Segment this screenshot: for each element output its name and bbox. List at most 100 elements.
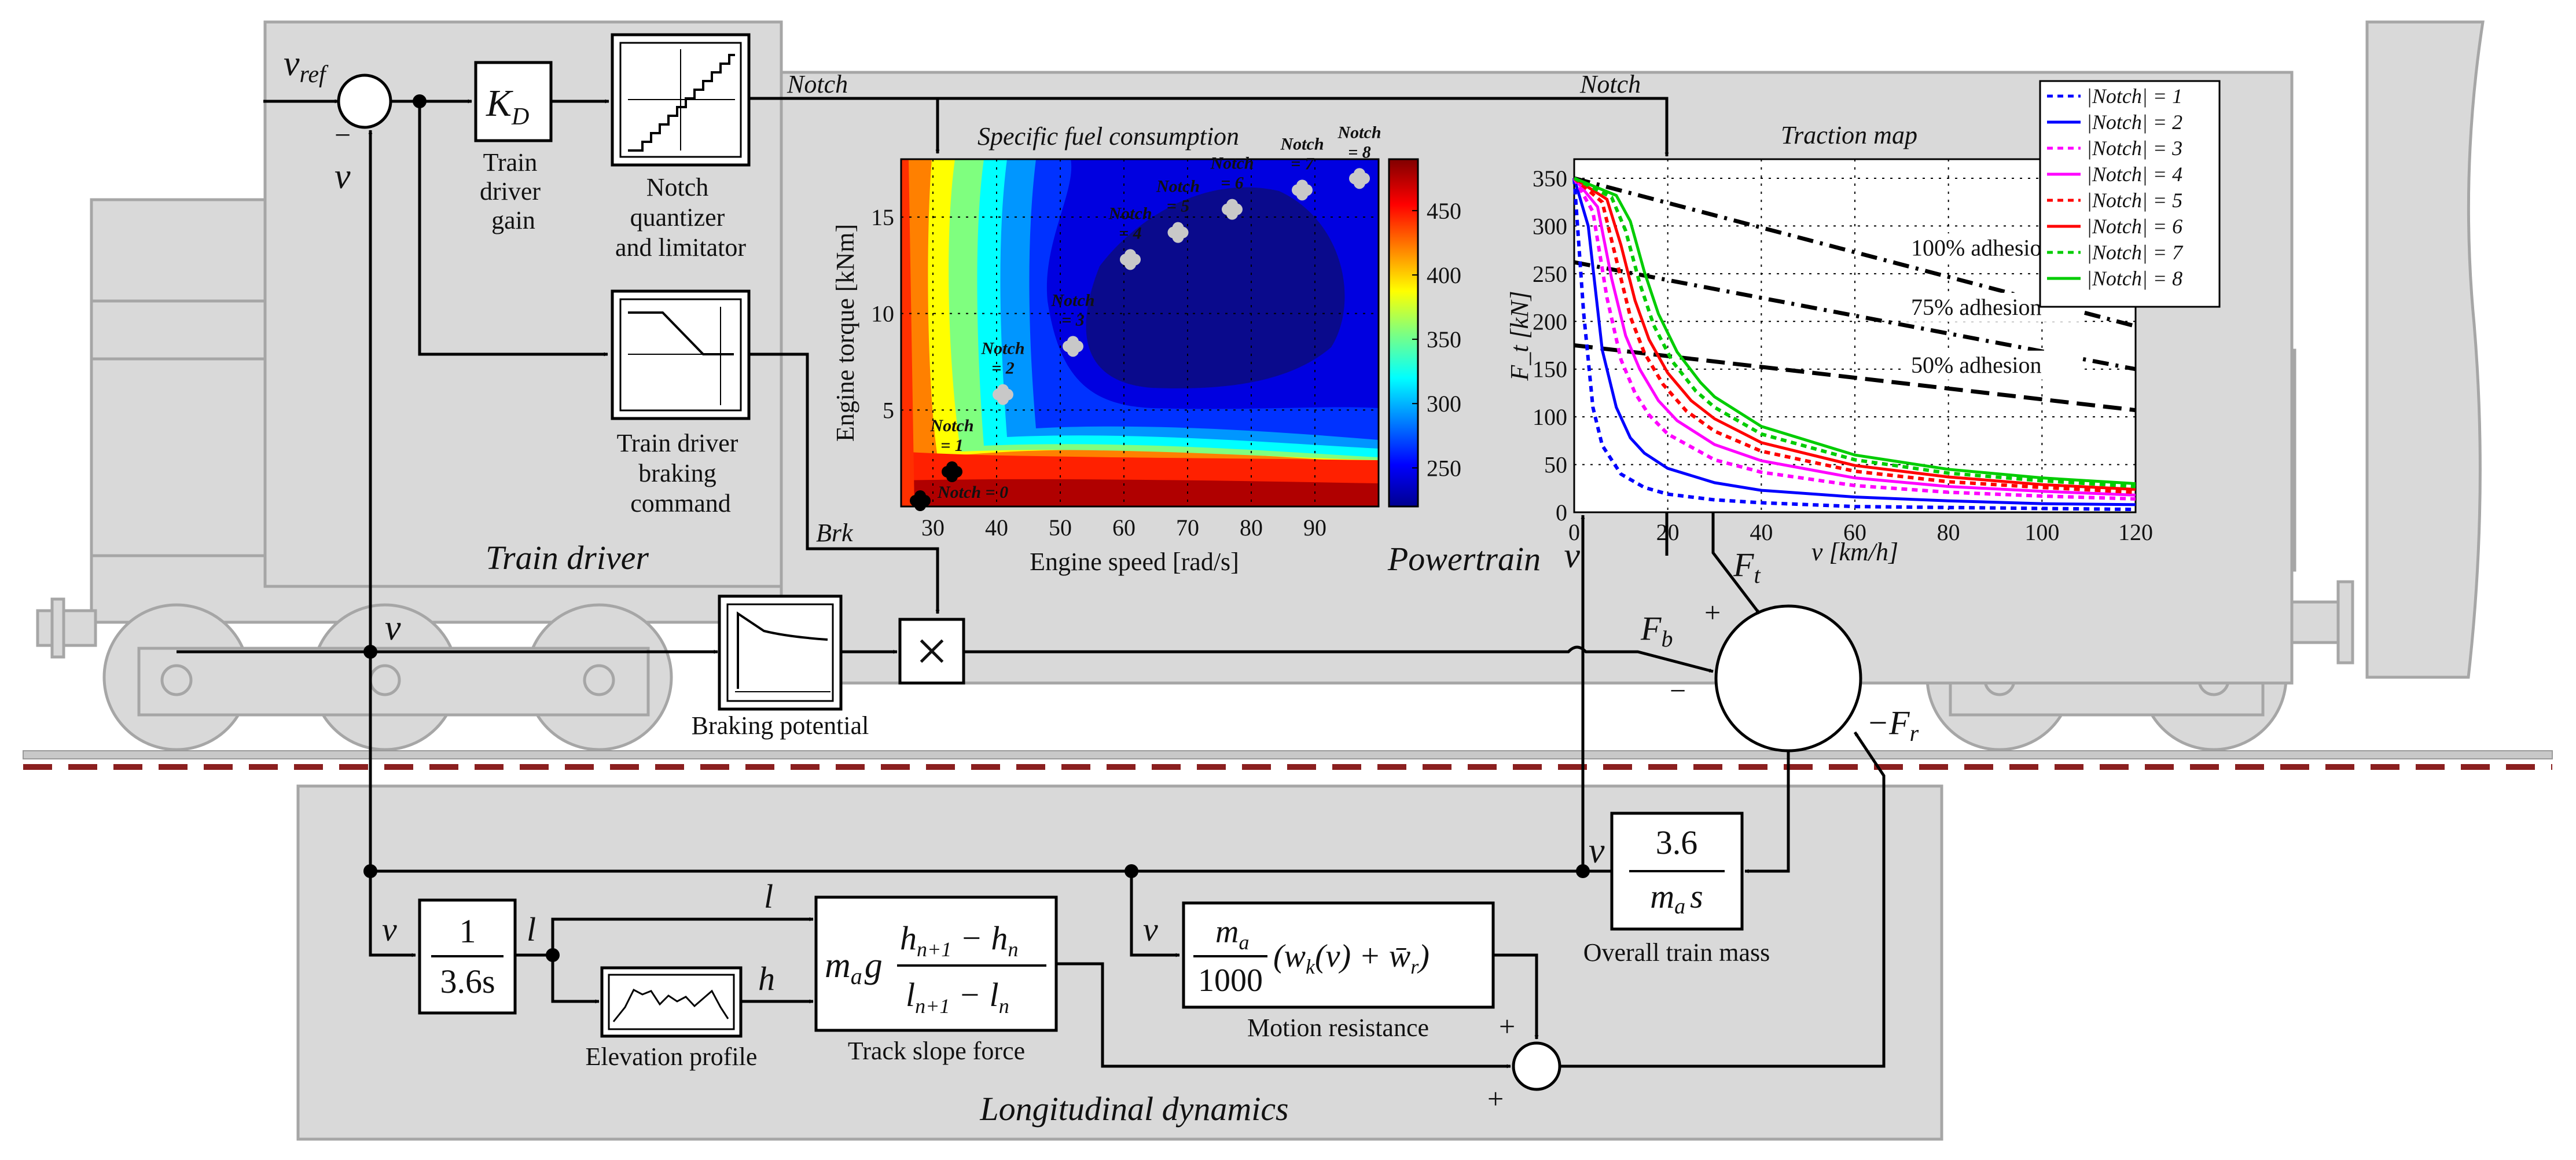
traction-ylabel: F_t [kN] [1505, 291, 1534, 381]
v-integrator-label: v [382, 911, 397, 948]
fb-minus-sign: − [1670, 674, 1686, 707]
traction-series-8 [1574, 177, 2136, 486]
wire-brk [749, 353, 940, 614]
notch-marker-4: Notch= 4 [1108, 204, 1152, 270]
l-label-2: l [764, 878, 773, 915]
fuel-xtick: 80 [1240, 515, 1263, 541]
wire-v-resist [1130, 871, 1180, 957]
braking-command-label: Train driver braking command [617, 429, 745, 517]
fuel-map-grid [901, 159, 1379, 506]
notch-label-text: = 6 [1221, 174, 1244, 193]
junction-mass-out [1576, 864, 1590, 878]
resistance-sum [1512, 1041, 1561, 1091]
slope-num: hn+1 − hn [900, 919, 1018, 961]
fuel-xtick: 90 [1303, 515, 1326, 541]
notch-marker-3: Notch= 3 [1051, 291, 1095, 357]
notch-label-text: = 4 [1119, 223, 1142, 243]
legend-entry: |Notch| = 6 [2086, 215, 2182, 238]
notch-label-2: Notch [1579, 70, 1641, 98]
fr-label: −Fr [1866, 704, 1919, 746]
overall-mass-label: Overall train mass [1583, 938, 1770, 967]
ft-plus-sign: + [1704, 596, 1721, 629]
traction-xtick: 120 [2118, 519, 2153, 545]
integrator-num: 1 [460, 912, 476, 950]
traction-ytick: 200 [1533, 309, 1567, 335]
legend-entry: |Notch| = 2 [2086, 111, 2182, 134]
legend-entry: |Notch| = 1 [2086, 85, 2182, 108]
resist-expr: (wk(v) + w̄r) [1273, 938, 1430, 978]
wire-fb [964, 645, 1714, 673]
resist-sum-plus-bottom: + [1487, 1082, 1504, 1115]
h-label: h [758, 960, 775, 997]
fuel-xtick: 40 [985, 515, 1008, 541]
notch-label-text: = 1 [940, 436, 964, 455]
wire-resist-out [1493, 953, 1539, 1040]
staircase-icon [628, 54, 735, 152]
v-brake-label: v [385, 608, 401, 648]
legend-entry: |Notch| = 5 [2086, 189, 2182, 212]
section-title-train-driver: Train driver [486, 539, 649, 577]
colorbar-tick-label: 400 [1427, 262, 1461, 288]
traction-legend: |Notch| = 1 |Notch| = 2 |Notch| = 3 |Notch|… [2039, 80, 2221, 308]
v-ref-label: vref [284, 44, 329, 88]
notch-label-text: Notch [1051, 291, 1095, 310]
track-slope-block [814, 895, 1058, 1032]
legend-entry: |Notch| = 3 [2086, 137, 2182, 160]
multiply-symbol: × [916, 619, 948, 683]
traction-series-6 [1573, 177, 2136, 491]
wire-slope-out [1056, 962, 1511, 1069]
sum-minus-sign: − [335, 119, 351, 151]
wire-ft [1711, 512, 1761, 615]
traction-series-3 [1572, 177, 2136, 501]
fuel-xtick: 60 [1112, 515, 1136, 541]
notch-label-text: Notch [981, 339, 1025, 358]
fuel-map-colorbar [1388, 158, 1419, 508]
notch-label-text: Notch [1280, 134, 1324, 153]
fuel-map-xlabel: Engine speed [rad/s] [1030, 548, 1239, 576]
colorbar-tick-label: 350 [1427, 326, 1461, 353]
fuel-map-contours [901, 159, 1379, 506]
l-label-1: l [527, 911, 536, 948]
fuel-map-title: Specific fuel consumption [978, 122, 1239, 150]
fuel-ytick: 15 [871, 204, 894, 230]
notch-label-text: Notch [1156, 177, 1200, 196]
wire-fr [1560, 731, 1886, 1068]
traction-series-1 [1572, 178, 2136, 512]
driver-gain-symbol: KD [486, 82, 529, 130]
section-title-longitudinal: Longitudinal dynamics [979, 1090, 1288, 1128]
legend-box [2039, 80, 2221, 308]
legend-entry: |Notch| = 4 [2086, 163, 2182, 186]
notch-marker-0: Notch = 0 [910, 483, 1008, 511]
traction-series-5 [1573, 177, 2136, 494]
driver-gain-label: Train driver gain [480, 148, 547, 234]
notch-label-text: = 2 [991, 359, 1015, 378]
v-traction-label: v [1564, 536, 1580, 575]
v-mass-label: v [1589, 831, 1605, 871]
traction-ytick: 0 [1556, 500, 1567, 526]
traction-xlabel: v [km/h] [1811, 538, 1898, 566]
junction-v-brake [363, 645, 377, 659]
notch-label-text: Notch [1210, 154, 1254, 173]
brk-label: Brk [816, 519, 854, 547]
notch-label-text: = 8 [1348, 142, 1371, 161]
fuel-ytick: 5 [883, 397, 894, 423]
resist-num: ma [1215, 914, 1249, 954]
traction-xtick: 0 [1568, 519, 1580, 545]
notch-marker-6: Notch= 6 [1210, 154, 1254, 220]
traction-xtick: 40 [1750, 519, 1773, 545]
notch-label-text: Notch [930, 416, 974, 435]
wire-notch-traction [749, 97, 1669, 157]
notch-marker-2: Notch= 2 [981, 339, 1025, 405]
traction-xtick: 100 [2024, 519, 2059, 545]
traction-xtick: 60 [1843, 519, 1866, 545]
braking-potential-block [718, 594, 843, 711]
fuel-xtick: 30 [921, 515, 945, 541]
traction-series-4 [1573, 177, 2136, 497]
notch-marker-8: Notch= 8 [1337, 123, 1381, 189]
traction-ytick: 300 [1533, 213, 1567, 239]
adhesion-label-2: 50% adhesion [1911, 352, 2042, 378]
